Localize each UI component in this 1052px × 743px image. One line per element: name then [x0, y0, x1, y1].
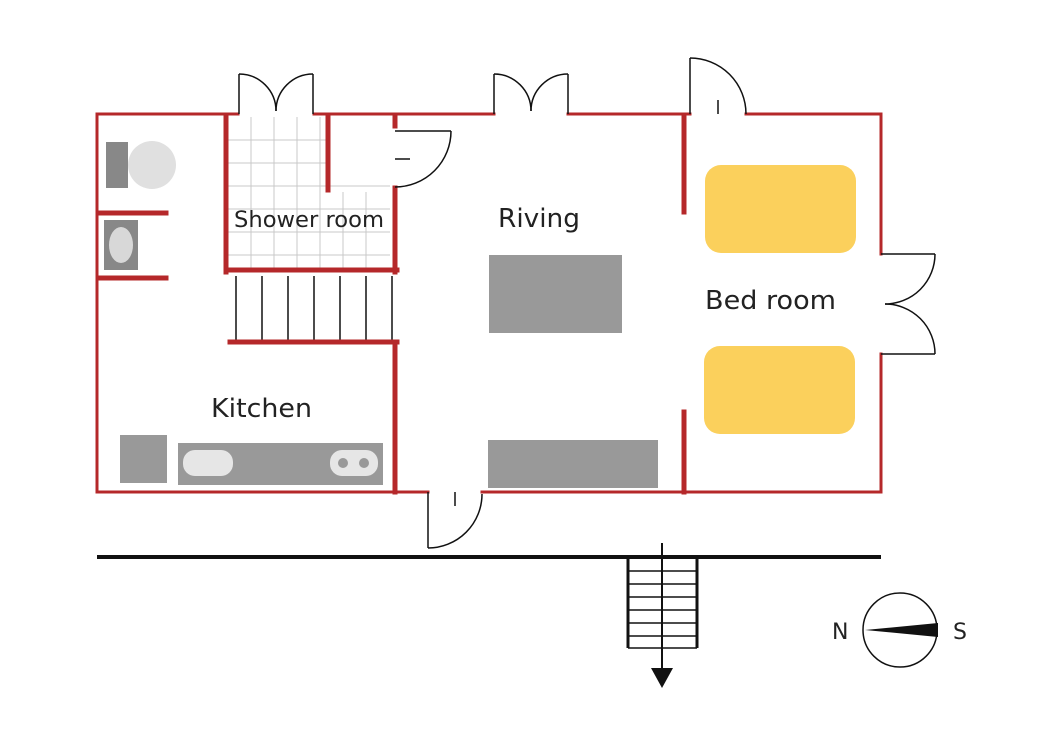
shower-room-label: Shower room [234, 208, 384, 233]
wash-basin [104, 220, 138, 270]
living-table [489, 255, 622, 333]
shower-room-door [394, 130, 452, 188]
compass-north-label: N [832, 620, 848, 645]
compass-south-label: S [953, 620, 967, 645]
refrigerator [120, 435, 167, 483]
compass-icon [862, 592, 938, 668]
kitchen-counter [178, 443, 383, 485]
double-door-right [881, 253, 936, 355]
walls [95, 112, 883, 495]
living-room-label: Riving [498, 204, 580, 234]
entrance-door [427, 492, 483, 549]
toilet-tank [106, 142, 128, 188]
kitchen-stove [330, 450, 378, 476]
bed-top [705, 165, 856, 253]
interior-stairs [235, 276, 393, 340]
bed-bottom [704, 346, 855, 434]
doors [238, 57, 936, 549]
down-arrow-icon [651, 543, 673, 688]
kitchen-label: Kitchen [211, 394, 312, 424]
toilet [106, 141, 176, 189]
single-door-top-right [689, 57, 747, 115]
bed-room-label: Bed room [705, 286, 836, 316]
shower-tile-grid [228, 117, 390, 268]
toilet-bowl [128, 141, 176, 189]
kitchen-sink [183, 450, 233, 476]
living-sofa [488, 440, 658, 488]
double-door-top-center [493, 73, 569, 114]
double-door-top-left [238, 73, 314, 114]
